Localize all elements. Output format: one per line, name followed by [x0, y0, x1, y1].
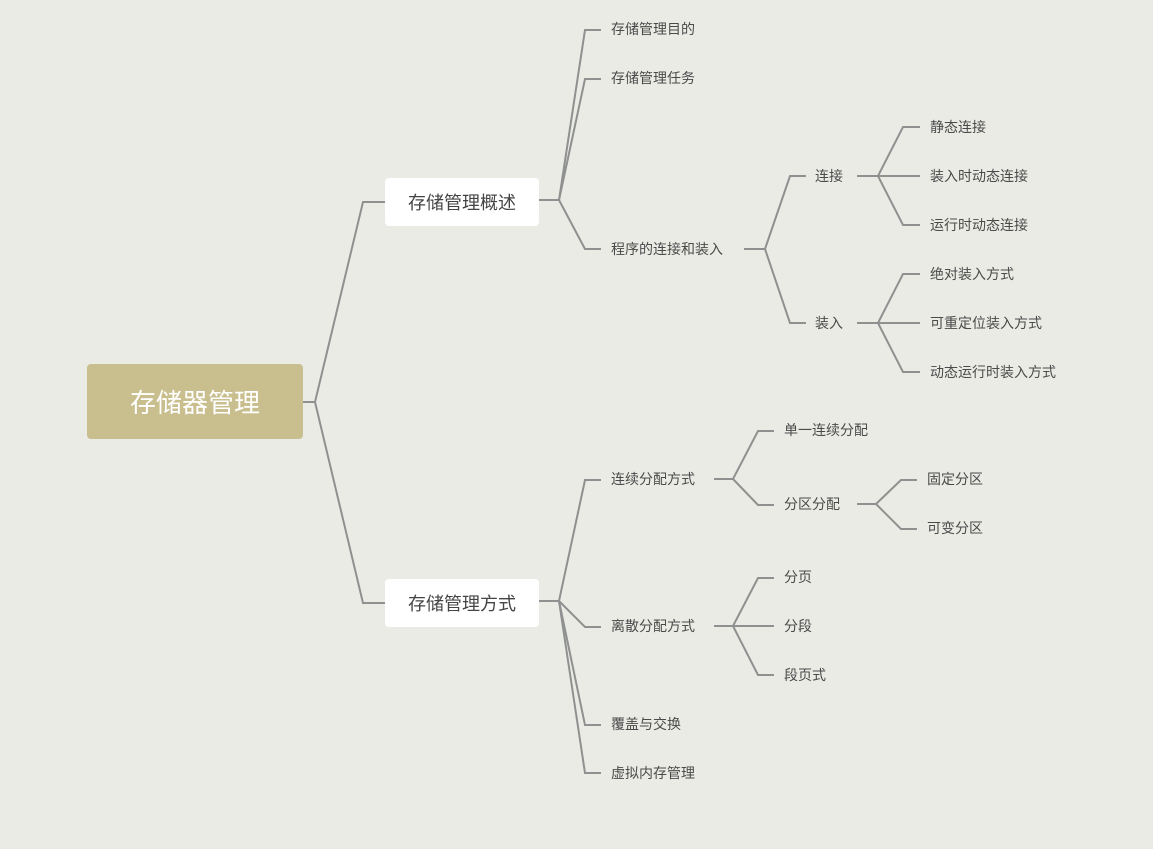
- node-linking-loading[interactable]: 程序的连接和装入: [611, 242, 723, 258]
- node-storage-tasks[interactable]: 存储管理任务: [611, 71, 695, 87]
- branch-storage-overview[interactable]: 存储管理概述: [385, 178, 539, 226]
- node-linking[interactable]: 连接: [815, 169, 843, 185]
- node-dynamic-runtime-loading[interactable]: 动态运行时装入方式: [930, 365, 1056, 381]
- branch-storage-methods[interactable]: 存储管理方式: [385, 579, 539, 627]
- node-storage-purpose[interactable]: 存储管理目的: [611, 22, 695, 38]
- node-variable-partition[interactable]: 可变分区: [927, 521, 983, 537]
- node-single-contiguous[interactable]: 单一连续分配: [784, 423, 868, 439]
- node-discrete-allocation[interactable]: 离散分配方式: [611, 619, 695, 635]
- node-runtime-linking[interactable]: 运行时动态连接: [930, 218, 1028, 234]
- node-load-time-linking[interactable]: 装入时动态连接: [930, 169, 1028, 185]
- node-segmented-paging[interactable]: 段页式: [784, 668, 826, 684]
- node-paging[interactable]: 分页: [784, 570, 812, 586]
- root-node[interactable]: 存储器管理: [87, 364, 303, 439]
- node-segmentation[interactable]: 分段: [784, 619, 812, 635]
- node-partition-allocation[interactable]: 分区分配: [784, 497, 840, 513]
- node-overlay-swapping[interactable]: 覆盖与交换: [611, 717, 681, 733]
- node-loading[interactable]: 装入: [815, 316, 843, 332]
- node-fixed-partition[interactable]: 固定分区: [927, 472, 983, 488]
- node-virtual-memory[interactable]: 虚拟内存管理: [611, 766, 695, 782]
- node-static-linking[interactable]: 静态连接: [930, 120, 986, 136]
- node-relocatable-loading[interactable]: 可重定位装入方式: [930, 316, 1042, 332]
- node-contiguous-allocation[interactable]: 连续分配方式: [611, 472, 695, 488]
- node-absolute-loading[interactable]: 绝对装入方式: [930, 267, 1014, 283]
